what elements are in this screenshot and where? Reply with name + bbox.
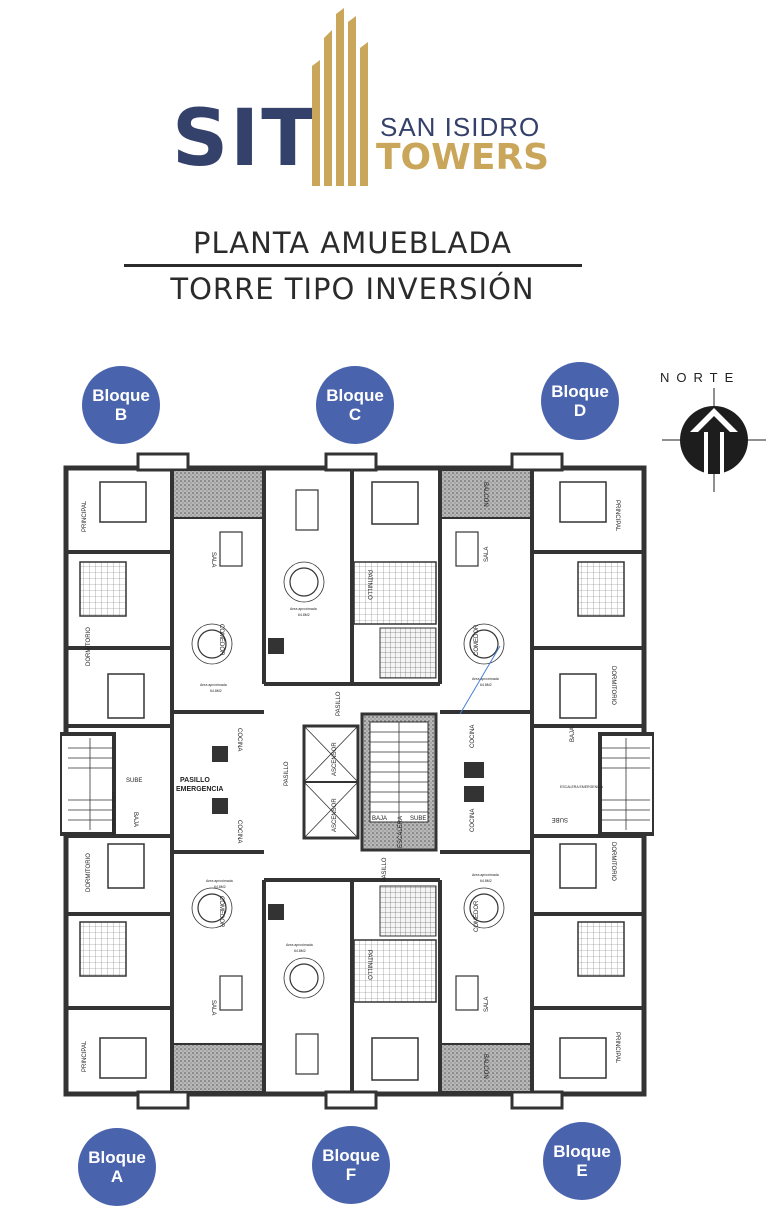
bloque-e-badge: Bloque E	[543, 1122, 621, 1200]
label-baja-right: BAJA	[570, 727, 576, 742]
label-comedor-4: COMEDOR	[474, 900, 480, 932]
label-baja-left: BAJA	[132, 812, 138, 827]
label-dormitorio-1: DORMITORIO	[86, 627, 92, 666]
floor-plan: SALA SALA SALA SALA COMEDOR COMEDOR COME…	[60, 452, 654, 1110]
label-patinillo-2: PATINILLO	[366, 950, 372, 980]
label-escalera-emergencia-left: ESCALERA EMERGENCIA	[111, 792, 115, 836]
bloque-a-letter: A	[110, 1167, 124, 1186]
bloque-c-letter: C	[348, 405, 362, 424]
label-ascensor-1: ASCENSOR	[332, 742, 338, 776]
label-comedor-3: COMEDOR	[474, 624, 480, 656]
label-area-value-3: 64.8M2	[298, 613, 310, 617]
page-title-line1: PLANTA AMUEBLADA	[193, 226, 512, 260]
page-title-line2: TORRE TIPO INVERSIÓN	[170, 272, 535, 306]
label-area-value-4: 64.8M2	[294, 949, 306, 953]
label-dormitorio-2: DORMITORIO	[86, 853, 92, 892]
label-area-6: Area aproximada	[472, 873, 499, 877]
bloque-a-badge: Bloque A	[78, 1128, 156, 1206]
label-escalera-emergencia-right: ESCALERA EMERGENCIA	[560, 785, 604, 789]
label-sube-center: SUBE	[410, 816, 426, 822]
bloque-b-letter: B	[114, 405, 128, 424]
logo-san-isidro-text: SAN ISIDRO	[380, 112, 541, 142]
label-pasillo-emergencia-2: EMERGENCIA	[176, 786, 223, 793]
label-pasillo-emergencia-1: PASILLO	[180, 777, 210, 784]
bloque-d-letter: D	[573, 401, 587, 420]
logo-towers-icon	[312, 8, 368, 186]
label-pasillo-1: PASILLO	[284, 761, 290, 786]
label-ascensor-2: ASCENSOR	[332, 798, 338, 832]
label-comedor-1: COMEDOR	[218, 624, 224, 656]
label-cocina-1: COCINA	[236, 728, 242, 751]
label-area-5: Area aproximada	[472, 677, 499, 681]
label-balcon-2: BALCON	[482, 1054, 488, 1079]
label-principal-4: PRINCIPAL	[614, 1032, 620, 1064]
label-balcon-1: BALCON	[482, 482, 488, 507]
bloque-d-badge: Bloque D	[541, 362, 619, 440]
label-baja-center: BAJA	[372, 816, 387, 822]
label-cocina-4: COCINA	[470, 809, 476, 832]
label-area-4: Area aproximada	[286, 943, 313, 947]
label-sala-1: SALA	[210, 552, 216, 567]
label-area-1: Area aproximada	[200, 683, 227, 687]
bloque-c-badge: Bloque C	[316, 366, 394, 444]
label-area-value-1: 64.8M2	[210, 689, 222, 693]
logo-sit-text: SIT	[172, 94, 317, 184]
label-comedor-2: COMEDOR	[218, 896, 224, 928]
north-label: NORTE	[660, 370, 741, 385]
label-pasillo-3: PASILLO	[382, 857, 388, 882]
bloque-f-badge: Bloque F	[312, 1126, 390, 1204]
bloque-f-label: Bloque	[322, 1146, 380, 1165]
label-escalera: ESCALERA	[398, 816, 404, 848]
bloque-d-label: Bloque	[551, 382, 609, 401]
bloque-f-letter: F	[345, 1165, 357, 1184]
label-dormitorio-4: DORMITORIO	[610, 842, 616, 881]
bloque-a-label: Bloque	[88, 1148, 146, 1167]
label-area-value-6: 64.8M2	[480, 879, 492, 883]
label-sube-left: SUBE	[126, 778, 142, 784]
label-sala-3: SALA	[484, 547, 490, 562]
bloque-c-label: Bloque	[326, 386, 384, 405]
label-principal-1: PRINCIPAL	[82, 500, 88, 532]
label-area-value-5: 64.8M2	[480, 683, 492, 687]
label-area-2: Area aproximada	[206, 879, 233, 883]
label-sube-right: SUBE	[552, 816, 568, 822]
bloque-b-badge: Bloque B	[82, 366, 160, 444]
label-area-value-2: 64.8M2	[214, 885, 226, 889]
label-cocina-3: COCINA	[470, 725, 476, 748]
label-principal-3: PRINCIPAL	[614, 500, 620, 532]
label-sala-4: SALA	[484, 997, 490, 1012]
north-arrow-icon	[662, 388, 766, 492]
bloque-e-letter: E	[576, 1161, 588, 1180]
title-divider	[124, 264, 582, 267]
label-patinillo-1: PATINILLO	[366, 570, 372, 600]
label-principal-2: PRINCIPAL	[82, 1040, 88, 1072]
logo-towers-text: TOWERS	[376, 137, 550, 178]
bloque-e-label: Bloque	[553, 1142, 611, 1161]
label-sala-2: SALA	[210, 1000, 216, 1015]
label-area-3: Area aproximada	[290, 607, 317, 611]
label-pasillo-2: PASILLO	[336, 691, 342, 716]
bloque-b-label: Bloque	[92, 386, 150, 405]
label-dormitorio-3: DORMITORIO	[610, 666, 616, 705]
label-cocina-2: COCINA	[236, 820, 242, 843]
